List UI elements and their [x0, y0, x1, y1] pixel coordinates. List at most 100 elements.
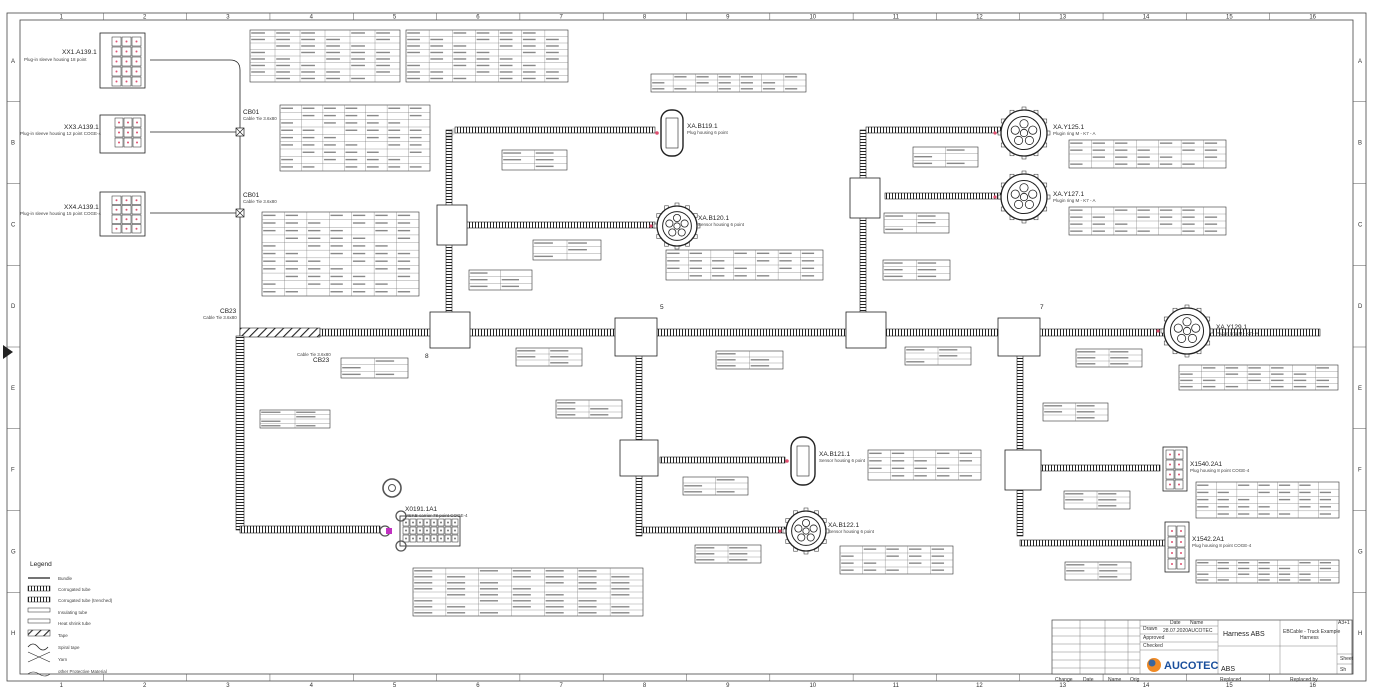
grid-row-H: H: [1358, 631, 1362, 637]
connector-b121-desc: Sensor housing 6 point: [819, 458, 866, 463]
grid-col-12: 12: [976, 15, 983, 21]
grid-col-9: 9: [726, 683, 730, 689]
branch-x1540: [1039, 464, 1161, 472]
connector-xx1-desc: Plug-in sleeve housing 18 point: [24, 57, 87, 62]
tb-date: 28.07.2020: [1163, 628, 1188, 634]
connector-b119-desc: Plug housing 6 point: [687, 130, 729, 135]
branch-y125: [865, 126, 1002, 134]
connector-b121-name: XA.B121.1: [819, 451, 850, 458]
grid-col-7: 7: [560, 15, 564, 21]
clip-cb01-b: [235, 208, 245, 218]
branch-b119-horizontal: [454, 126, 656, 134]
connector-y127-desc: Plugin ring M - K7 - A: [1053, 198, 1096, 203]
legend-item-heat-shrink: Heat shrink tube: [58, 621, 91, 626]
grid-col-11: 11: [893, 15, 900, 21]
branch-b122: [641, 526, 786, 534]
connector-xx3-symbol: [99, 114, 146, 154]
wire-table-8: [665, 249, 824, 281]
wire-table-30: [1064, 561, 1132, 581]
grid-col-10: 10: [809, 683, 816, 689]
grid-row-E: E: [1358, 386, 1362, 392]
connector-y129-desc: Plugin ring M - K7 - A: [1216, 331, 1259, 336]
connector-b120-desc: Sensor housing 6 point: [698, 222, 745, 227]
wire-table-18: [1075, 348, 1143, 368]
wire-table-26: [1195, 481, 1340, 519]
branch-b121: [659, 456, 786, 464]
tb-label-name2: Name: [1108, 677, 1122, 683]
round-connectors: [649, 106, 1214, 555]
junction-pieces: [429, 177, 1042, 491]
grid-col-6: 6: [476, 683, 480, 689]
wire-table-27: [1195, 559, 1340, 584]
grid-col-10: 10: [809, 15, 816, 21]
wire-table-17: [904, 346, 972, 366]
wire-table-2: [279, 104, 431, 172]
tb-label-replaced: Replaced: [1220, 677, 1241, 683]
connector-b121-symbol: [785, 436, 816, 486]
connector-xx3-desc: Plug-in sleeve housing 12 point COGE-4: [20, 131, 102, 136]
legend-item-corrugated-trenched: Corrugated tube (trenched): [58, 598, 113, 603]
wire-table-3: [261, 211, 420, 297]
inner-frame: [19, 19, 1354, 675]
grid-col-2: 2: [143, 683, 147, 689]
connector-xx1-name: XX1.A139.1: [62, 49, 97, 56]
wire-table-5: [501, 149, 568, 171]
grid-row-B: B: [1358, 141, 1362, 147]
branch-x1540-vertical: [1016, 335, 1024, 537]
grid-row-C: C: [1358, 222, 1363, 228]
clip-cb01-b-desc: Cable Tie 3.6x80: [243, 199, 277, 204]
wire-table-19: [1178, 364, 1339, 391]
connector-x0191-symbol: [379, 478, 461, 552]
wire-table-15: [515, 347, 583, 367]
legend-item-spiral-tape: Spiral tape: [58, 645, 80, 650]
grid-col-9: 9: [726, 15, 730, 21]
clip-cb01-a-desc: Cable Tie 3.6x80: [243, 116, 277, 121]
grid-row-E: E: [11, 386, 15, 392]
clip-cb23-b-label: CB23: [313, 357, 330, 364]
grid-col-6: 6: [476, 15, 480, 21]
grid-col-8: 8: [643, 683, 647, 689]
tb-sheet-name: ABS: [1221, 666, 1235, 673]
round-connector-0: [649, 202, 701, 250]
connector-x1540-symbol: [1162, 446, 1188, 492]
grid-col-15: 15: [1226, 15, 1233, 21]
legend: Legend Bundle Corrugated tube Corrugated…: [27, 561, 113, 677]
grid-col-11: 11: [893, 683, 900, 689]
connector-xx1-symbol: [99, 32, 146, 89]
tb-label-approved: Approved: [1143, 635, 1165, 641]
wire-table-31: [412, 567, 644, 617]
tb-label-of: Sh: [1340, 667, 1346, 673]
clip-cb23-a-desc: Cable Tie 3.6x80: [203, 315, 237, 320]
grid-col-14: 14: [1143, 15, 1150, 21]
tb-label-orig: Orig: [1130, 677, 1140, 683]
legend-item-tape: Tape: [58, 633, 68, 638]
main-corrugated-tube: [319, 328, 1321, 337]
connector-x1542-desc: Plug housing 8 point COGE-4: [1192, 543, 1252, 548]
wire-tables: [249, 29, 1340, 617]
tb-label-change: Change: [1055, 677, 1073, 683]
wire-table-6: [468, 269, 533, 291]
connector-x0191-desc: MSKB carrier 78 point COGE-4: [405, 513, 468, 518]
grid-col-16: 16: [1309, 683, 1316, 689]
grid-col-5: 5: [393, 683, 397, 689]
tb-desc-2: Harness: [1300, 635, 1319, 641]
connector-x1542-name: X1542.2A1: [1192, 536, 1225, 543]
legend-item-insulating: Insulating tube: [58, 610, 88, 615]
grid-row-F: F: [11, 468, 15, 474]
wire-table-0: [249, 29, 401, 83]
connector-xx4-desc: Plug-in sleeve housing 15 point COGE-4: [20, 211, 102, 216]
node-label-5: 5: [660, 304, 664, 311]
tb-label-date2: Date: [1083, 677, 1094, 683]
tb-desc-1: EBCable - Truck Example: [1283, 629, 1340, 635]
connector-y127-name: XA.Y127.1: [1053, 191, 1084, 198]
tb-page: A3+1: [1338, 620, 1350, 626]
grid-col-15: 15: [1226, 683, 1233, 689]
clip-cb23-b-desc: Cable Tie 3.6x80: [297, 352, 331, 357]
grid-col-3: 3: [226, 683, 230, 689]
grid-col-4: 4: [310, 683, 314, 689]
connector-b119-name: XA.B119.1: [687, 123, 718, 130]
grid-row-B: B: [11, 141, 15, 147]
grid-row-H: H: [11, 631, 15, 637]
